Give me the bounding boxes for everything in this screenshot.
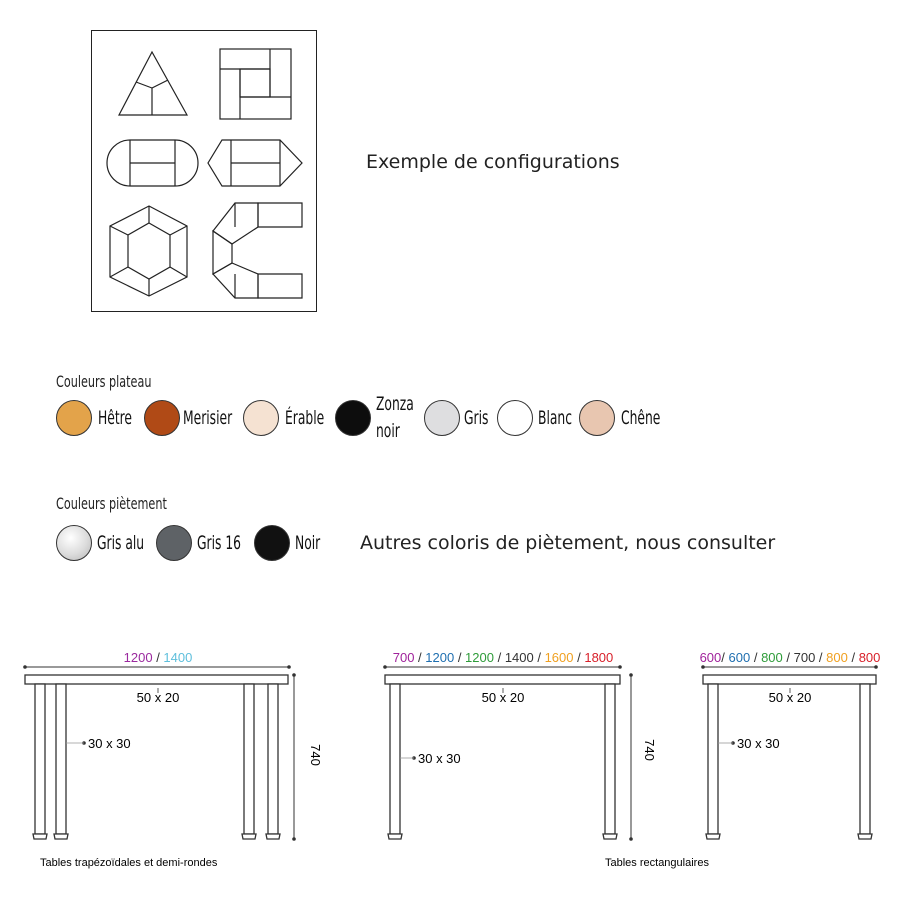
configurations-caption: Exemple de configurations — [366, 151, 620, 173]
small-leg-section-label: 30 x 30 — [737, 736, 780, 751]
trapeze-table-drawing: 1200 / 1400 50 x 20 30 x 30 740 — [23, 650, 323, 841]
rect-width-part: 700 — [393, 650, 415, 665]
square-icon — [219, 48, 292, 120]
configurations-drawing — [106, 48, 303, 299]
small-top-section-label: 50 x 20 — [769, 690, 812, 705]
small-width-part: 700 — [794, 650, 816, 665]
pietement-label-noir: Noir — [295, 532, 321, 554]
plateau-label-blanc: Blanc — [538, 407, 572, 429]
pietement-swatch-gris-alu[interactable] — [56, 525, 92, 561]
plateau-swatch-hetre[interactable] — [56, 400, 92, 436]
plateau-swatch-gris[interactable] — [424, 400, 460, 436]
trapeze-table-top — [24, 674, 289, 685]
small-width-part: / — [815, 650, 826, 665]
small-width-part: / — [783, 650, 794, 665]
rect-height-label: 740 — [642, 739, 657, 761]
rect-table-top — [384, 674, 621, 685]
pietement-note: Autres coloris de piètement, nous consul… — [360, 532, 776, 554]
plateau-label-noir: noir — [376, 420, 400, 442]
small-width-part: / — [848, 650, 859, 665]
trapeze-width-part: 1200 — [124, 650, 153, 665]
pietement-colors-title: Couleurs piètement — [56, 494, 167, 513]
small-table-top — [702, 674, 877, 685]
plateau-swatch-blanc[interactable] — [497, 400, 533, 436]
trapeze-caption: Tables trapézoïdales et demi-rondes — [40, 857, 218, 869]
pietement-label-gris-alu: Gris alu — [97, 532, 145, 554]
rect-width-part: / — [534, 650, 545, 665]
plateau-swatch-merisier[interactable] — [144, 400, 180, 436]
triangle-icon — [118, 50, 189, 116]
plateau-label-gris: Gris — [464, 407, 489, 429]
plateau-label-hetre: Hêtre — [98, 407, 132, 429]
table-dimension-drawings: 1200 / 1400 50 x 20 30 x 30 740 700 / 12… — [23, 650, 881, 869]
small-width-part: 800 — [826, 650, 848, 665]
pietement-label-gris-16: Gris 16 — [197, 532, 241, 554]
rect-width-label: 700 / 1200 / 1200 / 1400 / 1600 / 1800 — [393, 650, 614, 665]
octagon-rectangle-icon — [207, 139, 303, 187]
rect-width-part: / — [494, 650, 505, 665]
small-width-part: 800 — [859, 650, 881, 665]
small-width-label: 600/ 600 / 800 / 700 / 800 / 800 — [700, 650, 881, 665]
rect-width-part: 1800 — [584, 650, 613, 665]
small-width-part: / — [721, 650, 728, 665]
plateau-swatch-row: Hêtre Merisier Érable Zonza noir Gris Bl… — [0, 393, 900, 446]
rect-top-section-label: 50 x 20 — [482, 690, 525, 705]
rect-width-part: 1200 — [465, 650, 494, 665]
trapeze-width-part: / — [153, 650, 164, 665]
pietement-swatch-gris-16[interactable] — [156, 525, 192, 561]
plateau-swatch-chene[interactable] — [579, 400, 615, 436]
rect-width-part: / — [454, 650, 465, 665]
pietement-swatch-noir[interactable] — [254, 525, 290, 561]
small-width-part: 600 — [700, 650, 722, 665]
trapeze-top-section-label: 50 x 20 — [137, 690, 180, 705]
rect-caption: Tables rectangulaires — [605, 857, 709, 869]
plateau-label-zonza: Zonza — [376, 393, 414, 415]
rect-table-legs — [387, 683, 618, 840]
trapeze-width-label: 1200 / 1400 — [124, 650, 193, 665]
plateau-label-erable: Érable — [285, 407, 325, 429]
plateau-swatch-erable[interactable] — [243, 400, 279, 436]
small-width-part: 600 — [729, 650, 751, 665]
small-table-legs — [705, 683, 873, 840]
rect-table-drawing: 700 / 1200 / 1200 / 1400 / 1600 / 1800 5… — [383, 650, 657, 841]
plateau-label-chene: Chêne — [621, 407, 661, 429]
small-table-drawing: 600/ 600 / 800 / 700 / 800 / 800 50 x 20… — [700, 650, 881, 840]
small-width-part: / — [750, 650, 761, 665]
rect-leg-section-label: 30 x 30 — [418, 751, 461, 766]
rect-width-part: / — [574, 650, 585, 665]
configurations-panel — [91, 30, 317, 312]
plateau-label-merisier: Merisier — [183, 407, 233, 429]
trapeze-height-label: 740 — [308, 744, 323, 766]
hexagon-icon — [109, 205, 188, 297]
plateau-swatch-zonza-noir[interactable] — [335, 400, 371, 436]
small-width-part: 800 — [761, 650, 783, 665]
trapeze-leg-section-label: 30 x 30 — [88, 736, 131, 751]
pietement-swatch-row: Gris alu Gris 16 Noir — [0, 523, 900, 565]
rect-width-part: 1200 — [425, 650, 454, 665]
plateau-colors-title: Couleurs plateau — [56, 372, 152, 391]
rect-width-part: 1600 — [545, 650, 574, 665]
rect-width-part: / — [414, 650, 425, 665]
u-shape-icon — [212, 202, 303, 299]
trapeze-table-legs — [32, 683, 281, 840]
rect-width-part: 1400 — [505, 650, 534, 665]
rounded-rectangle-icon — [106, 139, 199, 187]
trapeze-width-part: 1400 — [163, 650, 192, 665]
